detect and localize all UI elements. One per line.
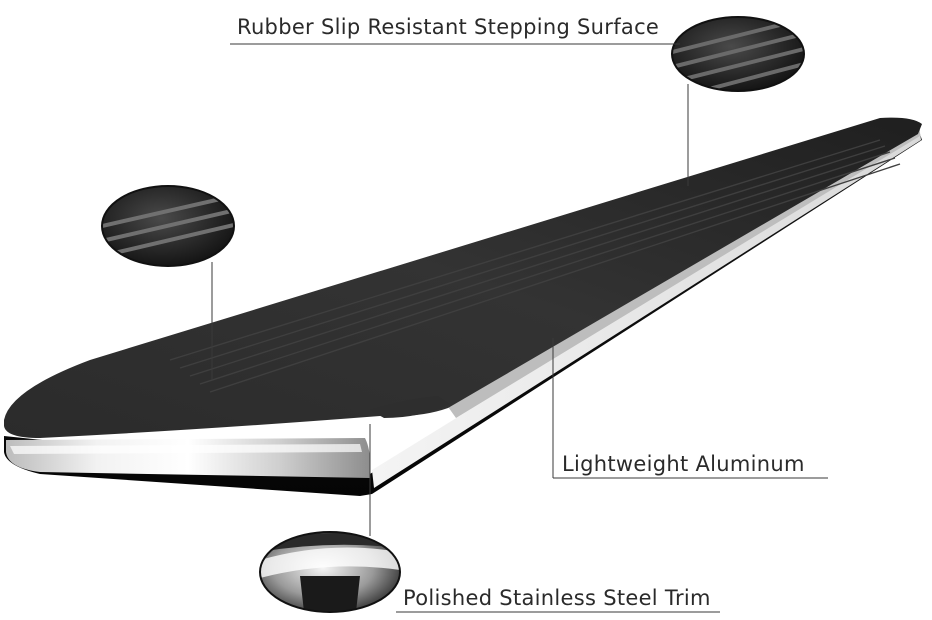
end-cap-chrome-shadow bbox=[10, 444, 362, 454]
board-top bbox=[4, 117, 922, 438]
zoom-bubble-left bbox=[101, 185, 235, 380]
chrome-strip-long bbox=[372, 132, 921, 488]
zoom-bubble-trim bbox=[259, 424, 720, 613]
callout-aluminum bbox=[552, 338, 828, 479]
running-board bbox=[4, 117, 922, 496]
label-lightweight-aluminum: Lightweight Aluminum bbox=[562, 452, 805, 476]
label-stainless-trim: Polished Stainless Steel Trim bbox=[403, 586, 711, 610]
zoom-bubble-surface bbox=[230, 16, 805, 186]
label-stepping-surface: Rubber Slip Resistant Stepping Surface bbox=[237, 15, 660, 39]
end-cap-chrome bbox=[6, 438, 371, 478]
bevel bbox=[370, 396, 450, 418]
surface-ribs bbox=[169, 139, 901, 393]
